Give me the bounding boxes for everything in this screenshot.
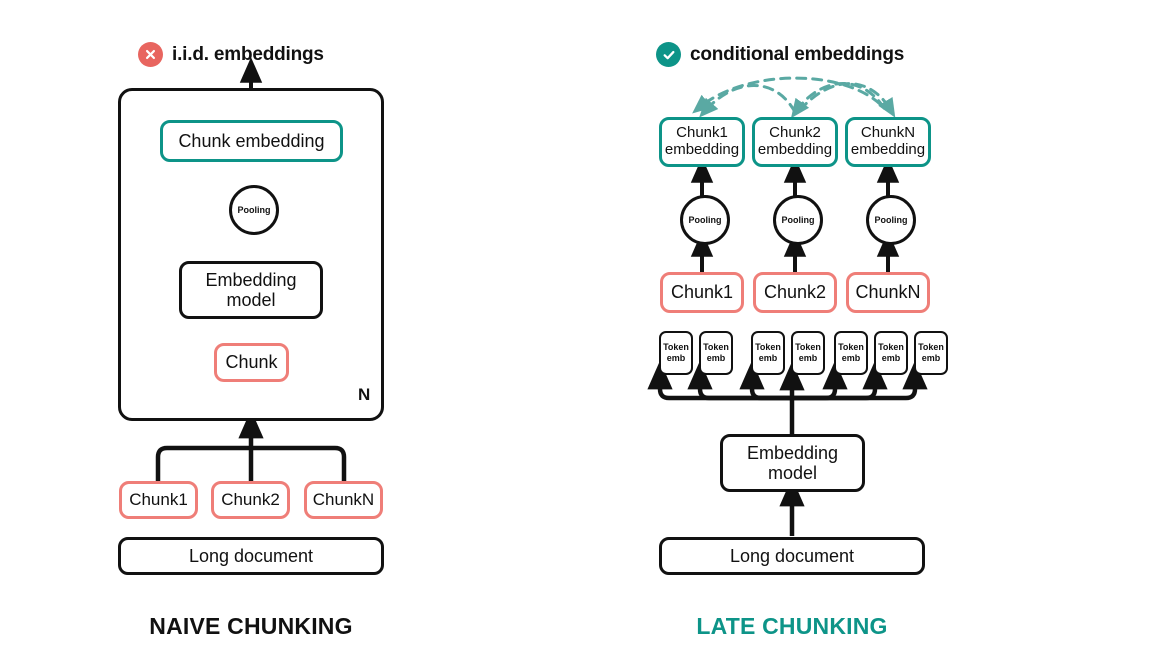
token-emb-6-line1: Token (878, 341, 904, 352)
repeat-count-badge: N (358, 385, 371, 404)
embedding-model-line2: model (226, 290, 276, 310)
chunk-item-1: Chunk1 (119, 481, 198, 519)
pooling-circle-n: Pooling (866, 195, 916, 245)
token-emb-4-line2: emb (798, 353, 818, 363)
token-emb-6-line2: emb (881, 353, 901, 363)
token-embedding-box-1: Token emb (659, 331, 693, 375)
token-embedding-box-5: Token emb (834, 331, 868, 375)
dashed-arc-to-chunk1-b (692, 76, 882, 114)
chunk-embedding-box: Chunk embedding (160, 120, 343, 162)
token-emb-3-line2: emb (758, 353, 778, 363)
dashed-arc-to-chunk1-a (699, 84, 797, 118)
check-circle-icon (656, 42, 681, 67)
embedding-model-box-right: Embedding model (720, 434, 865, 492)
iid-embeddings-header: i.i.d. embeddings (138, 42, 324, 67)
embedding-model-right-line1: Embedding (746, 442, 839, 463)
elbow-chunkN-to-merge (248, 445, 347, 484)
naive-chunking-caption: NAIVE CHUNKING (149, 613, 353, 639)
token-embedding-box-7: Token emb (914, 331, 948, 375)
chunk-embedding-1-line2: embedding (664, 141, 740, 158)
late-chunking-caption: LATE CHUNKING (696, 613, 888, 639)
token-emb-5-line1: Token (838, 341, 864, 352)
token-emb-5-line2: emb (841, 353, 861, 363)
arrow-fan-token1 (647, 360, 795, 401)
token-emb-2-line2: emb (706, 353, 726, 363)
token-emb-4-line1: Token (795, 341, 821, 352)
embedding-model-line1: Embedding (205, 269, 297, 290)
conditional-embeddings-header: conditional embeddings (656, 42, 904, 67)
arrow-fan-token7 (789, 360, 928, 401)
pooling-label: Pooling (237, 205, 271, 215)
chunk-embedding-box-n: ChunkN embedding (845, 117, 931, 167)
long-document-box-right: Long document (659, 537, 925, 575)
arrow-fan-token3 (739, 360, 795, 401)
token-emb-1-line1: Token (663, 341, 689, 352)
embedding-model-right-line2: model (767, 463, 818, 483)
chunk-item-n: ChunkN (304, 481, 383, 519)
chunk-box-2: Chunk2 (753, 272, 837, 313)
chunk-embedding-1-line1: Chunk1 (676, 124, 728, 142)
conditional-embeddings-label: conditional embeddings (690, 43, 905, 65)
embedding-model-box: Embedding model (179, 261, 323, 319)
chunk-box-n: ChunkN (846, 272, 930, 313)
chunk-embedding-n-line1: ChunkN (860, 124, 916, 142)
cross-circle-icon (138, 42, 163, 67)
token-embedding-box-2: Token emb (699, 331, 733, 375)
token-embedding-box-3: Token emb (751, 331, 785, 375)
pooling-label-2: Pooling (781, 215, 815, 225)
chunk-embedding-2-line2: embedding (757, 141, 833, 158)
dashed-arc-to-chunkN (798, 82, 896, 118)
chunk-embedding-box-1: Chunk1 embedding (659, 117, 745, 167)
token-embedding-box-4: Token emb (791, 331, 825, 375)
long-document-box-left: Long document (118, 537, 384, 575)
arrow-fan-token2 (687, 360, 795, 401)
chunk-embedding-2-line1: Chunk2 (769, 124, 821, 142)
pooling-circle: Pooling (229, 185, 279, 235)
token-emb-2-line1: Token (703, 341, 729, 352)
token-emb-1-line2: emb (666, 353, 686, 363)
pooling-circle-2: Pooling (773, 195, 823, 245)
chunk-box-1: Chunk1 (660, 272, 744, 313)
chunk-box: Chunk (214, 343, 289, 382)
pooling-circle-1: Pooling (680, 195, 730, 245)
pooling-label-n: Pooling (874, 215, 908, 225)
token-emb-7-line2: emb (921, 353, 941, 363)
token-emb-7-line1: Token (918, 341, 944, 352)
chunk-embedding-box-2: Chunk2 embedding (752, 117, 838, 167)
iid-embeddings-label: i.i.d. embeddings (172, 43, 324, 65)
token-embedding-box-6: Token emb (874, 331, 908, 375)
chunk-embedding-n-line2: embedding (850, 141, 926, 158)
chunk-item-2: Chunk2 (211, 481, 290, 519)
token-emb-3-line1: Token (755, 341, 781, 352)
elbow-chunk1-to-merge (155, 445, 254, 484)
pooling-label-1: Pooling (688, 215, 722, 225)
